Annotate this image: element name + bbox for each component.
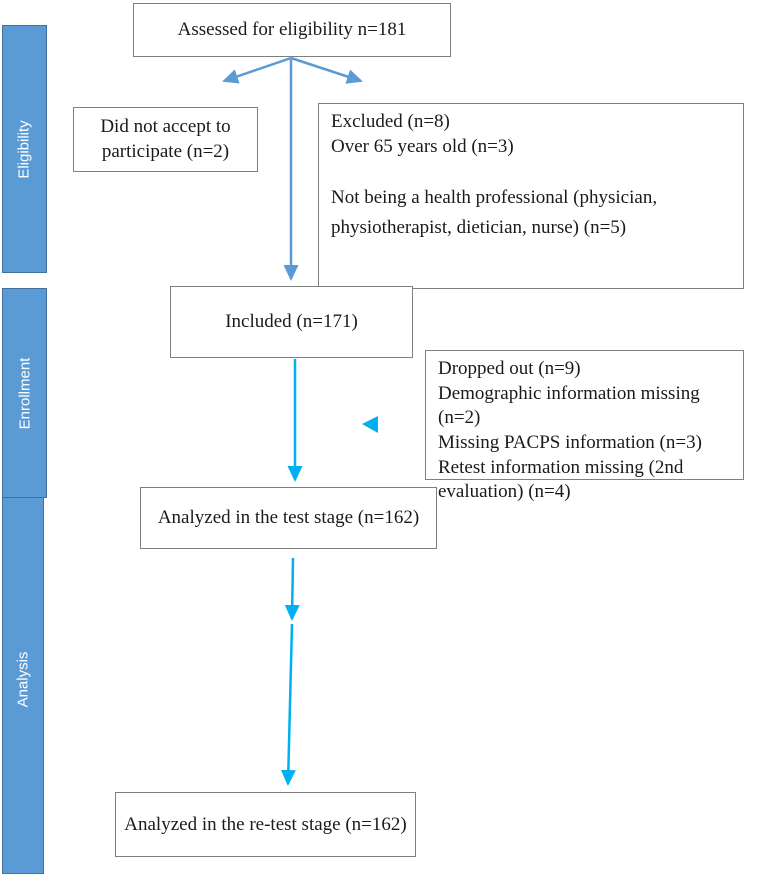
box-analyzed-test-stage-text: Analyzed in the test stage (n=162)	[157, 506, 420, 528]
box-analyzed-retest-stage-text: Analyzed in the re-test stage (n=162)	[124, 813, 407, 835]
stage-bar-enrollment: Enrollment	[2, 288, 47, 498]
stage-label-eligibility: Eligibility	[16, 119, 34, 179]
arrow-assessed-to-excluded	[290, 56, 363, 84]
box-included: Included (n=171)	[170, 286, 413, 358]
dropped-line-4: Retest information missing (2nd evaluati…	[438, 456, 684, 503]
dropped-line-3: Missing PACPS information (n=3)	[438, 432, 702, 454]
excluded-line-3: Not being a health professional (physici…	[331, 187, 658, 238]
arrow-test-stage-segment-1	[284, 557, 300, 621]
box-included-text: Included (n=171)	[225, 310, 358, 332]
box-assessed-for-eligibility: Assessed for eligibility n=181	[133, 3, 451, 57]
box-did-not-accept: Did not accept to participate (n=2)	[73, 107, 258, 172]
arrow-assessed-to-not-accept	[222, 56, 292, 84]
box-dropped-out: Dropped out (n=9) Demographic informatio…	[425, 350, 744, 502]
excluded-line-2: Over 65 years old (n=3)	[331, 135, 514, 157]
box-did-not-accept-text: Did not accept to participate (n=2)	[100, 115, 231, 162]
arrowhead-to-dropped-out	[362, 416, 378, 433]
stage-label-analysis: Analysis	[14, 651, 32, 708]
dropped-line-2: Demographic information missing (n=2)	[438, 382, 700, 429]
excluded-line-1: Excluded (n=8)	[331, 111, 450, 132]
box-excluded: Excluded (n=8) Over 65 years old (n=3) N…	[318, 103, 744, 289]
box-analyzed-retest-stage: Analyzed in the re-test stage (n=162)	[115, 792, 416, 857]
box-analyzed-test-stage: Analyzed in the test stage (n=162)	[140, 487, 437, 549]
arrow-test-stage-to-retest	[280, 623, 296, 786]
stage-bar-eligibility: Eligibility	[2, 25, 47, 273]
dropped-line-1: Dropped out (n=9)	[438, 358, 581, 379]
stage-label-enrollment: Enrollment	[16, 357, 34, 429]
stage-bar-analysis: Analysis	[2, 485, 44, 874]
box-assessed-text: Assessed for eligibility n=181	[177, 18, 407, 40]
